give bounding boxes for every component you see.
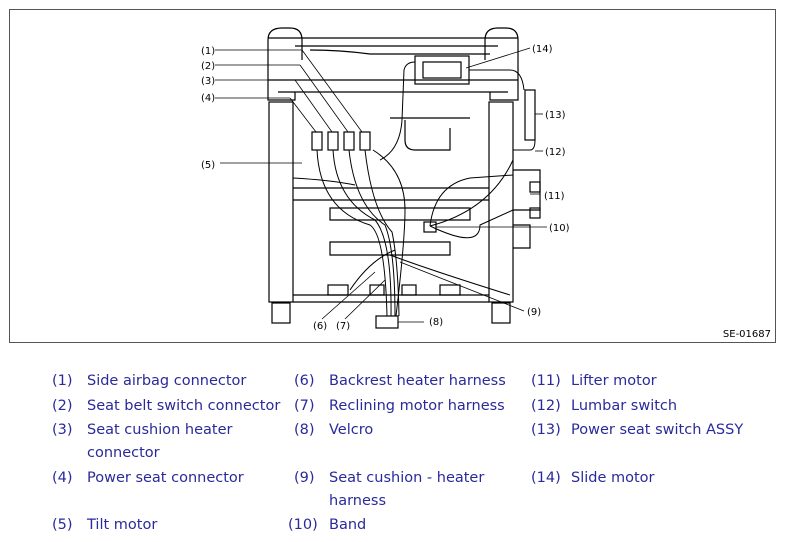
legend-number: (7)	[294, 398, 315, 414]
legend-text: Band	[329, 517, 367, 533]
callout-12: (12)	[545, 147, 566, 158]
callout-11: (11)	[544, 191, 565, 202]
seat-frame	[267, 27, 541, 329]
legend-number: (5)	[52, 517, 73, 533]
callout-10: (10)	[549, 223, 570, 234]
legend-number: (12)	[531, 398, 561, 414]
callout-labels: (1) (2) (3) (4) (5) (6) (7) (8) (9) (10)…	[201, 44, 570, 332]
diagram-drawing: (1) (2) (3) (4) (5) (6) (7) (8) (9) (10)…	[201, 27, 570, 332]
leader-lines	[215, 47, 547, 323]
legend-number: (11)	[531, 373, 561, 389]
seat-harness-diagram: (1) (2) (3) (4) (5) (6) (7) (8) (9) (10)…	[9, 9, 776, 343]
callout-1: (1)	[201, 46, 215, 57]
legend-number: (6)	[294, 373, 315, 389]
legend-number: (1)	[52, 373, 73, 389]
legend-text: Power seat connector	[87, 470, 244, 486]
legend-text: Power seat switch ASSY	[571, 422, 744, 438]
callout-6: (6)	[313, 321, 327, 332]
legend-number: (9)	[294, 470, 315, 486]
figure-id: SE-01687	[722, 329, 771, 340]
callout-7: (7)	[336, 321, 350, 332]
legend-number: (3)	[52, 422, 73, 438]
legend-text: Tilt motor	[87, 517, 158, 533]
legend-text: Seat cushion - heater harness	[329, 470, 485, 509]
legend-number: (13)	[531, 422, 561, 438]
legend-text: Seat belt switch connector	[87, 398, 281, 414]
legend-text: Seat cushion heater connector	[87, 422, 233, 461]
callout-3: (3)	[201, 76, 215, 87]
callout-5: (5)	[201, 160, 215, 171]
legend-number: (10)	[288, 517, 318, 533]
callout-9: (9)	[527, 307, 541, 318]
legend-text: Side airbag connector	[87, 373, 247, 389]
callout-4: (4)	[201, 93, 215, 104]
callout-13: (13)	[545, 110, 566, 121]
wire-harness	[292, 61, 536, 317]
callout-8: (8)	[429, 317, 443, 328]
legend-text: Velcro	[329, 422, 374, 438]
legend-text: Slide motor	[571, 470, 655, 486]
legend-text: Reclining motor harness	[329, 398, 505, 414]
legend-number: (4)	[52, 470, 73, 486]
callout-14: (14)	[532, 44, 553, 55]
legend-text: Lumbar switch	[571, 398, 678, 414]
legend-number: (14)	[531, 470, 561, 486]
callout-2: (2)	[201, 61, 215, 72]
legend-number: (2)	[52, 398, 73, 414]
legend-number: (8)	[294, 422, 315, 438]
legend-text: Backrest heater harness	[329, 373, 506, 389]
legend-text: Lifter motor	[571, 373, 657, 389]
